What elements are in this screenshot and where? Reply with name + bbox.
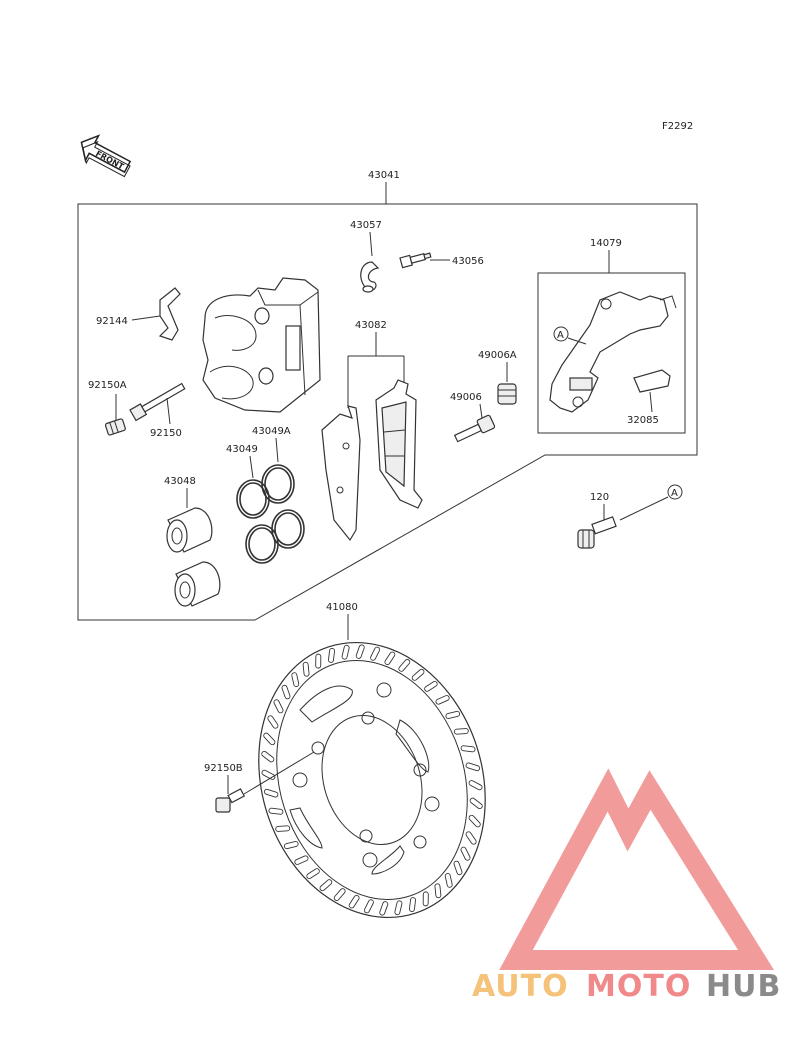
bracket-pin-part xyxy=(453,414,496,443)
label-41080: 41080 xyxy=(326,602,358,613)
disc-slot xyxy=(341,644,350,660)
disc-slot xyxy=(267,715,279,729)
label-43041: 43041 xyxy=(368,170,400,181)
piston-part-lower xyxy=(174,561,221,607)
disc-bolt-part xyxy=(215,788,246,813)
logo-part-auto: AUTO xyxy=(472,969,569,1004)
disc-slot xyxy=(422,891,429,907)
disc-slot xyxy=(453,860,463,876)
front-arrow-icon: FRONT xyxy=(80,134,132,178)
disc-slot xyxy=(348,894,360,909)
disc-slot xyxy=(281,684,291,700)
brake-pad-part-2 xyxy=(375,379,423,509)
disc-slot xyxy=(394,900,403,916)
disc-slot xyxy=(291,672,300,687)
disc-slot xyxy=(465,762,481,772)
caliper-assembly-frame xyxy=(77,203,698,621)
disc-slot xyxy=(384,651,396,666)
disc-slot xyxy=(268,807,284,815)
label-32085: 32085 xyxy=(627,415,659,426)
disc-slot xyxy=(465,831,477,845)
label-43057: 43057 xyxy=(350,220,382,231)
pin-cap-part xyxy=(104,418,126,436)
disc-slot xyxy=(263,732,276,746)
ref-marker-bolt: A xyxy=(667,484,683,500)
ref-marker-bracket: A xyxy=(553,326,569,342)
disc-slot xyxy=(453,728,469,735)
label-92150: 92150 xyxy=(150,428,182,439)
disc-slot xyxy=(261,750,275,763)
disc-slot xyxy=(328,647,336,663)
svg-text:A: A xyxy=(557,330,564,341)
disc-slot xyxy=(469,797,483,810)
figure-code: F2292 xyxy=(662,121,693,132)
automotohub-logo: AUTO MOTO HUB xyxy=(472,768,781,1004)
disc-slot xyxy=(319,879,333,892)
disc-slot xyxy=(445,710,461,719)
logo-part-moto: MOTO xyxy=(586,969,691,1004)
disc-slot xyxy=(434,883,442,899)
disc-slot xyxy=(306,868,320,880)
disc-slot xyxy=(355,644,365,659)
disc-slot xyxy=(411,668,425,681)
label-43049: 43049 xyxy=(226,444,258,455)
caliper-body-part xyxy=(202,277,321,413)
disc-slot xyxy=(468,814,481,828)
label-92150a: 92150A xyxy=(88,380,127,391)
label-43049a: 43049A xyxy=(252,426,291,437)
disc-slot xyxy=(424,680,438,692)
label-92150b: 92150B xyxy=(204,763,243,774)
brake-pad-part-1 xyxy=(321,405,361,542)
disc-slot xyxy=(468,780,483,791)
disc-slot xyxy=(275,825,291,832)
pin-part xyxy=(129,382,186,422)
disc-slot xyxy=(370,646,381,661)
disc-slot xyxy=(363,899,374,914)
bracket-frame xyxy=(537,272,686,434)
disc-slot xyxy=(408,897,416,913)
label-49006: 49006 xyxy=(450,392,482,403)
disc-slot xyxy=(444,873,453,888)
svg-text:A: A xyxy=(671,488,678,499)
disc-slot xyxy=(398,659,411,672)
bleeder-valve-part xyxy=(399,252,432,269)
label-120: 120 xyxy=(590,492,609,503)
disc-slot xyxy=(315,653,322,669)
disc-slot xyxy=(273,699,284,714)
pad-spring-part xyxy=(158,287,181,341)
bleeder-cap-part xyxy=(360,261,380,293)
disc-slot xyxy=(460,745,476,753)
disc-slot xyxy=(333,888,346,901)
disc-slot xyxy=(460,846,471,861)
label-43082: 43082 xyxy=(355,320,387,331)
logo-part-hub: HUB xyxy=(706,969,781,1004)
label-14079: 14079 xyxy=(590,238,622,249)
seal-rings-part xyxy=(236,464,305,564)
disc-slot xyxy=(435,695,450,705)
mounting-bolt-part xyxy=(577,516,617,549)
label-49006a: 49006A xyxy=(478,350,517,361)
label-43056: 43056 xyxy=(452,256,484,267)
boot-part xyxy=(497,383,517,405)
caliper-bracket-part xyxy=(549,291,677,413)
piston-part-upper xyxy=(166,507,213,553)
brake-disc-part xyxy=(258,641,486,919)
disc-slot xyxy=(294,855,309,865)
disc-slot xyxy=(283,841,299,850)
disc-slot xyxy=(379,901,389,916)
label-43048: 43048 xyxy=(164,476,196,487)
disc-slot xyxy=(302,661,310,677)
pad-plate-part xyxy=(633,369,671,393)
disc-slot xyxy=(263,788,279,798)
label-92144: 92144 xyxy=(96,316,128,327)
